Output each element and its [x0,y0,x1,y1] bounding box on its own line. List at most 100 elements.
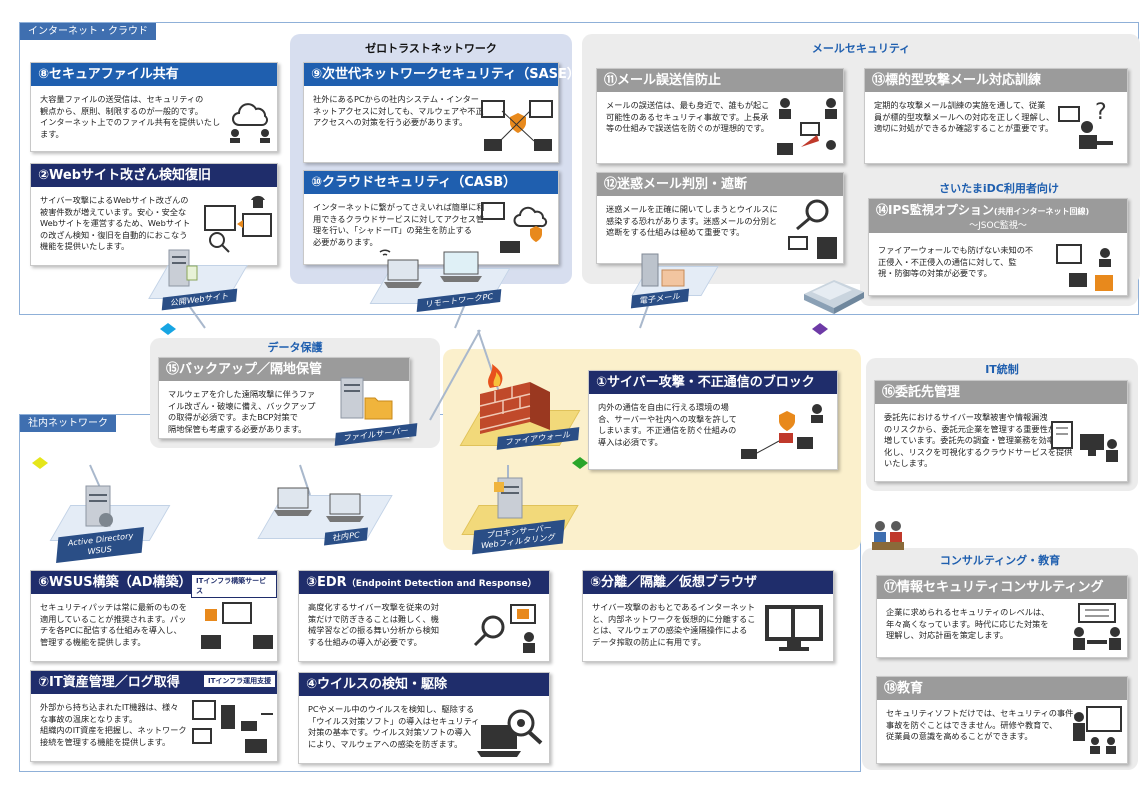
card-6-badge: ITインフラ構築サービス [191,574,277,598]
card-5-text: と、内部ネットワークを仮想的に分離するこ [592,613,756,624]
card-edr[interactable]: ③EDR（Endpoint Detection and Response） 高度… [298,570,550,662]
card-virtual-browser[interactable]: ⑤分離／隔離／仮想ブラウザ サイバー攻撃のおもとであるインターネット と、内部ネ… [582,570,834,662]
card-casb[interactable]: ⑩クラウドセキュリティ（CASB） インターネットに繋がってさえいれば簡単に利 … [303,170,559,265]
card-5-text: データ搾取の防止に有用です。 [592,636,706,647]
card-1-text: しまいます。不正通信を防ぐ仕組みの [598,425,737,435]
card-3-title-small: （Endpoint Detection and Response） [346,579,537,589]
card-17-text: 理解し、対応計画を策定します。 [886,630,1008,640]
card-18-title: ⑱教育 [877,677,1127,700]
card-2-text: 機能を提供いたします。 [40,241,130,251]
card-3-text: する仕組みの導入が必要です。 [308,636,422,647]
card-2-title: ②Webサイト改ざん検知復旧 [31,164,277,187]
training-question-icon: ? [1058,100,1113,149]
card-1-title: ①サイバー攻撃・不正通信のブロック [589,371,837,394]
card-virus-removal[interactable]: ④ウイルスの検知・駆除 PCやメール中のウイルスを検知し、駆除する 「ウイルス対… [298,672,550,764]
patch-distribution-icon [201,602,273,649]
lan-zone: 社内ネットワーク [19,414,861,772]
consulting-meeting-icon [1073,603,1121,650]
spam-trash-icon [788,199,837,259]
card-2-text: Webサイトを運営するため、Webサイト [40,218,191,228]
card-14-text: 正侵入・不正侵入の通信に対して、監 [878,256,1017,267]
card-7-badge: ITインフラ運用支援 [203,674,277,688]
card-security-consulting[interactable]: ⑰情報セキュリティコンサルティング 企業に求められるセキュリティのレベルは、 年… [876,575,1128,658]
file-server-icon [340,377,393,420]
card-spam-filter[interactable]: ⑫迷惑メール判別・遮断 迷惑メールを正確に開いてしまうとウイルスに 感染する恐れ… [596,172,844,264]
saitama-title: さいたまiDC利用者向け [939,182,1059,195]
card-4-title: ④ウイルスの検知・駆除 [299,673,549,696]
card-16-text: 化し、リスクを可視化するクラウドサービスを提供 [884,446,1073,457]
edr-detection-icon [473,604,536,653]
card-sase[interactable]: ⑨次世代ネットワークセキュリティ（SASE） 社外にあるPCからの社内システム・… [303,62,580,163]
firewall-icon [479,364,550,434]
card-16-text: いたします。 [884,458,933,468]
card-3-text: 高度化するサイバー攻撃を従来の対 [308,602,439,612]
card-14-text: ファイアーウォールでも防げない未知の不 [878,245,1034,255]
card-education[interactable]: ⑱教育 セキュリティソフトだけでは、セキュリティの事件、 事故を防ぐことはできま… [876,676,1128,764]
card-11-text: 可能性のあるセキュリティ事故です。上長承 [606,111,769,122]
asset-management-icon [192,700,273,753]
card-17-text: 企業に求められるセキュリティのレベルは、 [886,607,1050,617]
card-cyber-attack-block[interactable]: ①サイバー攻撃・不正通信のブロック 内外の通信を自由に行える環境の場 合、サーバ… [588,370,838,470]
cloud-security-icon [481,202,548,253]
card-10-text: 理を行い、「シャドーIT」の発生を防止する [313,225,472,235]
card-10-text: 用できるクラウドサービスに対してアクセス管 [313,213,485,224]
consulting-title: コンサルティング・教育 [939,554,1061,567]
card-13-text: 定期的な攻撃メール訓練の実施を通して、従業 [874,100,1046,110]
card-ips-monitoring[interactable]: ⑭IPS監視オプション(共用インターネット回線) ～JSOC監視～ ファイアーウ… [868,198,1128,296]
card-9-text: ネットアクセスに対しても、マルウェアや不正 [313,105,484,116]
card-14-title-small: (共用インターネット回線) [993,207,1090,216]
virus-scan-icon [477,709,543,757]
card-4-text: 対策の基本です。ウイルス対策ソフトの導入 [308,727,471,737]
card-3-text: 械学習などの振る舞い分析から検知 [308,625,440,635]
sase-network-icon [481,100,553,151]
education-classroom-icon [1073,706,1122,754]
card-11-text: 等の仕組みで誤送信を防ぐのが理想的です。 [606,123,769,133]
virtual-browser-icon [765,605,823,651]
card-18-text: セキュリティソフトだけでは、セキュリティの事件、 [886,708,1082,718]
card-14-subtitle: ～JSOC監視～ [869,221,1127,233]
lan-laptops-icon [274,487,364,522]
card-6-text: セキュリティパッチは常に最新のものを [40,602,187,612]
card-17-text: 年々高くなっています。時代に応じた対策を [886,618,1049,629]
remote-laptops-icon [379,249,482,288]
card-4-text: により、マルウェアへの感染を防ぎます。 [308,738,463,749]
card-8-title: ⑧セキュアファイル共有 [31,63,277,86]
card-13-text: 適切に対処ができるか確認することが重要です。 [874,123,1054,133]
zero-trust-title: ゼロトラストネットワーク [365,42,497,55]
web-server-icon [168,249,198,287]
consulting-people-icon [872,521,904,550]
card-12-text: 遮断をする仕組みは極めて重要です。 [606,227,745,237]
datacenter-building-icon [804,280,864,314]
card-9-text: 社外にあるPCからの社内システム・インター [313,94,479,104]
card-mail-misdelivery[interactable]: ⑪メール誤送信防止 メールの誤送信は、最も身近で、誰もが起こ 可能性のあるセキュ… [596,68,844,164]
card-secure-file-share[interactable]: ⑧セキュアファイル共有 大容量ファイルの送受信は、セキュリティの 観点から、原則… [30,62,278,152]
card-15-text: マルウェアを介した遠隔攻撃に伴うファ [168,389,316,399]
card-backup[interactable]: ⑮バックアップ／隔地保管 マルウェアを介した遠隔攻撃に伴うファ イル改ざん・破壊… [158,357,410,439]
svg-text:?: ? [1095,100,1107,125]
card-5-text: とは、マルウェアの感染や遠隔操作による [592,625,748,635]
card-9-text: アクセスへの対策を行う必要があります。 [313,117,468,127]
card-wsus[interactable]: ⑥WSUS構築（AD構築） ITインフラ構築サービス セキュリティパッチは常に最… [30,570,278,662]
card-12-text: 迷惑メールを正確に開いてしまうとウイルスに [606,204,778,214]
card-8-text: 大容量ファイルの送受信は、セキュリティの [40,94,204,104]
card-10-text: 必要があります。 [313,236,378,247]
card-15-text: 隔地保管も考慮する必要があります。 [168,423,307,434]
card-4-text: 「ウイルス対策ソフト」の導入はセキュリティ [308,715,480,726]
card-10-title: ⑩クラウドセキュリティ（CASB） [304,171,558,194]
card-18-text: 従業員の意識を高めることができます。 [886,731,1033,741]
card-vendor-management[interactable]: ⑯委託先管理 委託先におけるサイバー攻撃被害や情報漏洩 のリスクから、委託元企業… [874,380,1128,482]
card-targeted-attack-training[interactable]: ⑬標的型攻撃メール対応訓練 定期的な攻撃メール訓練の実施を通して、従業 員が標的… [864,68,1128,164]
card-it-asset[interactable]: ⑦IT資産管理／ログ取得 ITインフラ運用支援 外部から持ち込まれたIT機器は、… [30,670,278,762]
proxy-server-icon [494,477,523,519]
card-6-text: チを各PCに配信する仕組みを導入し、 [40,625,182,635]
data-protection-title: データ保護 [267,341,323,354]
card-11-title: ⑪メール誤送信防止 [597,69,843,92]
internet-zone-label: インターネット・クラウド [20,23,156,40]
card-16-title: ⑯委託先管理 [875,381,1127,404]
card-web-tamper-detection[interactable]: ②Webサイト改ざん検知復旧 サイバー攻撃によるWebサイト改ざんの 被害件数が… [30,163,278,266]
it-governance-title: IT統制 [985,363,1019,376]
card-1-text: 内外の通信を自由に行える環境の場 [598,402,729,412]
card-15-text: の取得が必須です。またBCP対策で [168,412,298,422]
card-2-text: サイバー攻撃によるWebサイト改ざんの [40,195,189,205]
card-7-text: な事故の温床となります。 [40,713,138,724]
